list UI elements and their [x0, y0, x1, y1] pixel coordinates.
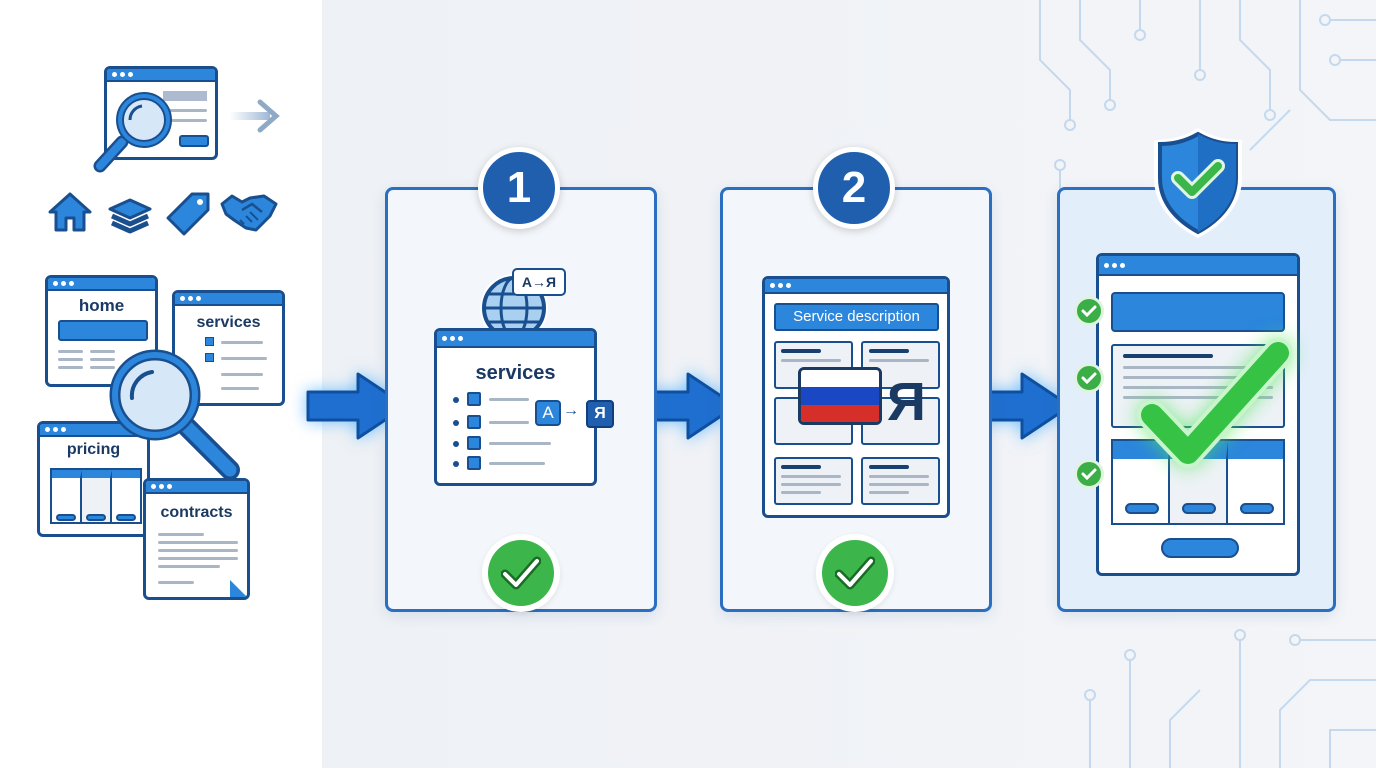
services-window: services [434, 328, 597, 486]
arrow-right-icon [230, 99, 280, 133]
page-pricing: pricing [37, 421, 150, 537]
translate-arrow: → [563, 402, 579, 419]
submit-button-shape [1161, 538, 1239, 558]
item-check-3 [1074, 459, 1104, 489]
step-1-check [482, 534, 560, 612]
circuit-decoration-bottom [1084, 629, 1376, 768]
step-1-badge: 1 [478, 147, 560, 229]
tag-icon [166, 192, 210, 236]
page-contracts: contracts [143, 478, 250, 600]
home-icon [48, 192, 92, 232]
magnifier-icon [93, 92, 172, 173]
circuit-decoration-top [1039, 0, 1376, 200]
check-icon [501, 556, 541, 590]
service-description-banner: Service description [774, 303, 939, 331]
translate-to-chip: Я [586, 400, 614, 428]
shield-check-icon [1154, 128, 1242, 238]
page-services-label: services [196, 314, 261, 331]
step-2-badge: 2 [813, 147, 895, 229]
page-pricing-label: pricing [66, 441, 121, 458]
step-2-check [816, 534, 894, 612]
translate-from-chip: A [535, 400, 561, 426]
flow-arrow-1 [306, 372, 408, 440]
services-window-title: services [475, 362, 556, 384]
page-contracts-label: contracts [160, 504, 233, 521]
item-check-2 [1074, 363, 1104, 393]
page-home-label: home [78, 296, 125, 315]
magnifier-large-icon [109, 349, 240, 480]
cyrillic-letter: Я [887, 372, 926, 432]
page-home: home [45, 275, 158, 387]
russian-flag [798, 367, 882, 425]
item-check-1 [1074, 296, 1104, 326]
check-icon [835, 556, 875, 590]
large-check-icon [1137, 338, 1292, 468]
handshake-icon [220, 194, 278, 232]
layers-icon [108, 198, 152, 234]
translate-bubble: A→Я [512, 268, 566, 296]
